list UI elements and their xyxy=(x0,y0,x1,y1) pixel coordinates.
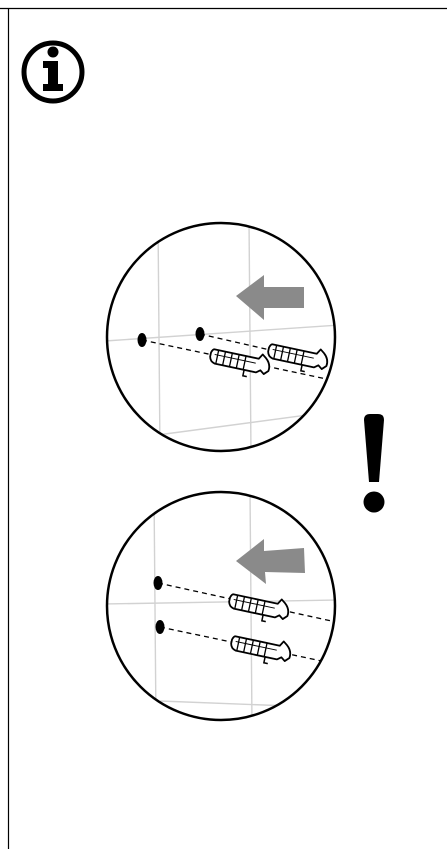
wall-plug-anchor-icon xyxy=(206,337,331,382)
exclamation-mark-icon xyxy=(363,414,385,513)
page-frame xyxy=(0,7,447,849)
detail-circle-top xyxy=(105,221,337,453)
left-arrow-icon xyxy=(236,275,304,320)
left-arrow-icon xyxy=(236,539,305,584)
info-circle-icon xyxy=(21,40,85,104)
wall-plug-anchor-icon xyxy=(225,587,294,669)
detail-circle-bottom xyxy=(105,490,337,722)
